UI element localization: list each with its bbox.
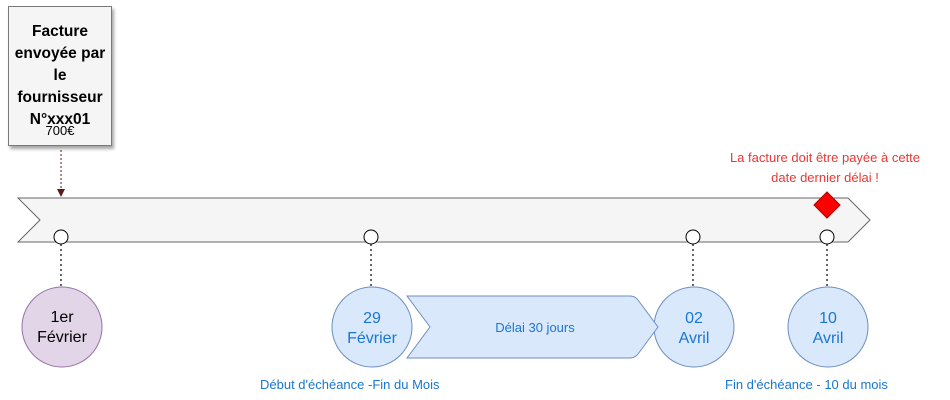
milestone-circle-4 xyxy=(787,286,869,368)
invoice-title: Facture envoyée par le fournisseur N°xxx… xyxy=(14,23,106,128)
milestone-label-4: 10 Avril xyxy=(812,310,844,347)
timeline-marker-3 xyxy=(685,229,701,245)
milestone-label-3: 02 Avril xyxy=(678,310,710,347)
timeline-marker-4 xyxy=(819,229,835,245)
milestone-circle-1 xyxy=(21,286,103,368)
timeline-marker-2 xyxy=(363,229,379,245)
invoice-amount: 700€ xyxy=(45,123,75,138)
timeline-marker-1 xyxy=(53,229,69,245)
deadline-warning-text: La facture doit être payée à cette date … xyxy=(729,150,921,185)
start-caption: Début d'échéance -Fin du Mois xyxy=(260,377,440,392)
milestone-label-1: 1er Février xyxy=(37,309,87,346)
milestone-label-2: 29 Février xyxy=(347,310,397,347)
invoice-connector-arrowhead xyxy=(57,189,65,197)
milestone-circle-2 xyxy=(331,286,413,368)
delay-arrow-label: Délai 30 jours xyxy=(495,320,575,335)
end-caption: Fin d'échéance - 10 du mois xyxy=(725,377,888,392)
deadline-diamond xyxy=(813,191,841,219)
invoice-card: Facture envoyée par le fournisseur N°xxx… xyxy=(8,6,112,146)
delay-arrow-shape xyxy=(406,295,659,359)
timeline-band xyxy=(16,197,871,243)
